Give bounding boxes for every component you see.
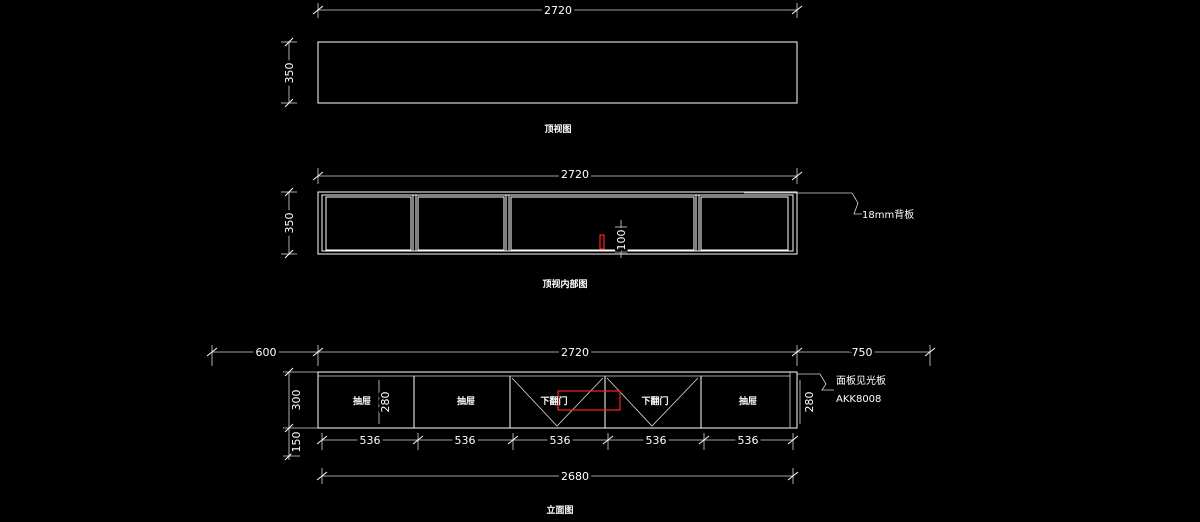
module-label-3: 下翻门	[540, 395, 567, 407]
module-width-4: 536	[646, 434, 667, 447]
total-bottom-dim: 2680	[561, 470, 589, 483]
module-width-3: 536	[550, 434, 571, 447]
right-overhang-dim: 750	[852, 346, 873, 359]
panel-code: AKK8008	[836, 394, 881, 405]
back-panel-note: 18mm背板	[862, 208, 914, 221]
internal-depth-dim: 350	[283, 213, 296, 234]
top-view-title: 顶视图	[544, 123, 571, 135]
elevation-width-dim: 2720	[561, 346, 589, 359]
top-width-dim: 2720	[544, 4, 572, 17]
compartment-3	[510, 196, 695, 251]
module-width-1: 536	[360, 434, 381, 447]
compartment-1	[325, 196, 412, 251]
inner-height-right-dim: 280	[803, 392, 816, 413]
inner-height-left-dim: 280	[379, 392, 392, 413]
top-view-outline	[317, 41, 798, 104]
module-label-1: 抽屉	[353, 395, 371, 407]
drawer-height-dim: 300	[290, 390, 303, 411]
internal-inner-dim: 100	[615, 230, 628, 251]
module-label-4: 下翻门	[641, 395, 668, 407]
module-width-2: 536	[455, 434, 476, 447]
compartment-4	[700, 196, 789, 251]
top-internal-view: 2720 350 100 18mm背板 顶视内部图	[280, 165, 914, 290]
cabinet-body	[317, 371, 798, 429]
module-width-5: 536	[738, 434, 759, 447]
red-marker	[599, 234, 605, 250]
flap-door-handle-highlight	[557, 390, 621, 411]
top-view: 2720 350 顶视图	[280, 1, 803, 135]
compartment-2	[417, 196, 505, 251]
module-label-5: 抽屉	[739, 395, 757, 407]
internal-width-dim: 2720	[561, 168, 589, 181]
elevation-title: 立面图	[546, 504, 573, 516]
elevation-view: 600 2720 750 300 150 抽屉 抽屉 下翻门 下翻门 抽屉	[206, 343, 936, 516]
panel-note: 面板见光板	[836, 374, 886, 387]
base-height-dim: 150	[290, 432, 303, 453]
top-internal-title: 顶视内部图	[542, 278, 587, 290]
top-depth-dim: 350	[283, 63, 296, 84]
module-label-2: 抽屉	[457, 395, 475, 407]
left-overhang-dim: 600	[256, 346, 277, 359]
